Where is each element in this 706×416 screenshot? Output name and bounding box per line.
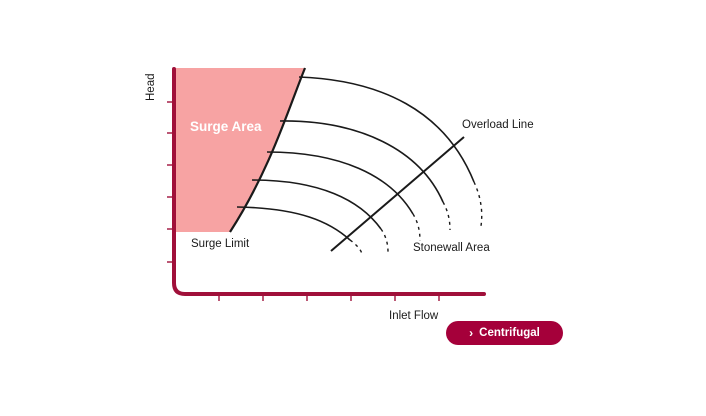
y-axis-ticks <box>167 101 174 263</box>
performance-curve-1-dashed <box>473 181 483 227</box>
centrifugal-button-label: Centrifugal <box>479 327 540 339</box>
y-axis-label: Head <box>145 74 157 102</box>
centrifugal-button[interactable]: › Centrifugal <box>446 321 563 345</box>
performance-curve-2 <box>279 120 444 203</box>
surge-area-region <box>174 68 305 232</box>
performance-curve-4-dashed <box>380 228 389 253</box>
x-axis-label: Inlet Flow <box>389 310 439 322</box>
axes <box>172 67 486 296</box>
performance-curve-5 <box>236 206 351 241</box>
performance-curve-3-dashed <box>412 213 421 242</box>
chevron-right-icon: › <box>469 326 474 340</box>
performance-curve-3 <box>266 151 414 215</box>
stonewall-area-label: Stonewall Area <box>413 242 490 254</box>
performance-curve-1 <box>298 76 475 183</box>
performance-curve-2-dashed <box>442 201 451 231</box>
x-axis-ticks <box>218 294 440 301</box>
performance-curve-4 <box>251 179 382 230</box>
overload-line <box>330 136 465 252</box>
surge-area-label: Surge Area <box>190 119 262 134</box>
surge-limit-line <box>229 67 307 233</box>
surge-limit-label: Surge Limit <box>191 238 250 250</box>
overload-line-label: Overload Line <box>462 119 534 131</box>
performance-curve-5-dashed <box>349 239 363 255</box>
